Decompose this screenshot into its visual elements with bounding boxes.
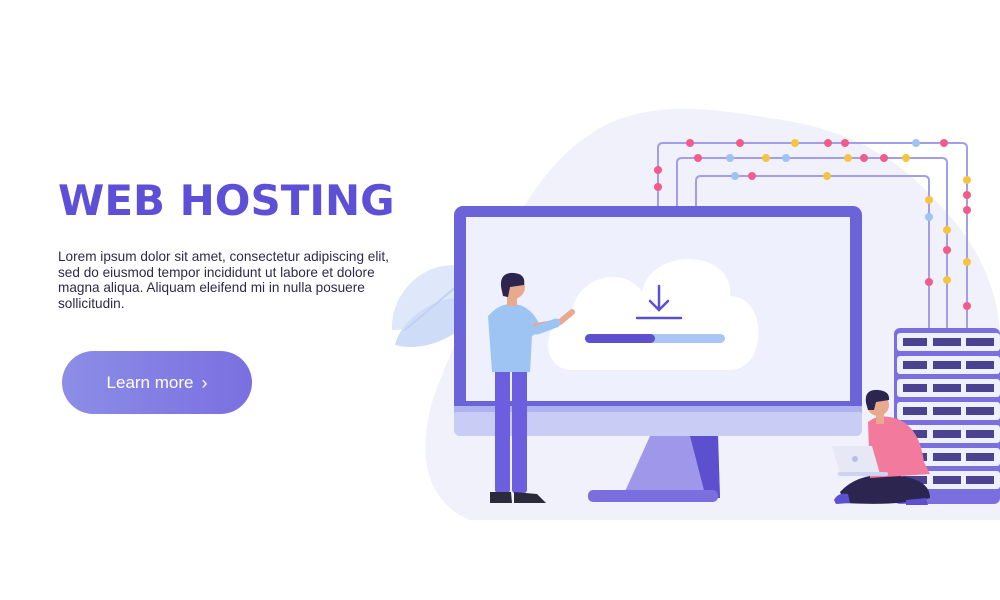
download-icon [635, 284, 683, 320]
server-rack-icon [894, 328, 1000, 504]
page-title: WEB HOSTING [58, 176, 395, 225]
standing-man-figure [488, 272, 575, 503]
learn-more-button[interactable]: Learn more › [62, 351, 252, 414]
network-dots [654, 139, 971, 310]
sitting-man-figure [834, 389, 930, 505]
learn-more-label: Learn more [106, 372, 194, 392]
upload-progress-fill [585, 334, 655, 343]
network-lines [657, 142, 968, 330]
chevron-right-icon: › [201, 372, 208, 393]
upload-progress-bar [585, 334, 725, 343]
hero-description: Lorem ipsum dolor sit amet, consectetur … [58, 249, 389, 311]
laptop-icon [832, 446, 888, 476]
